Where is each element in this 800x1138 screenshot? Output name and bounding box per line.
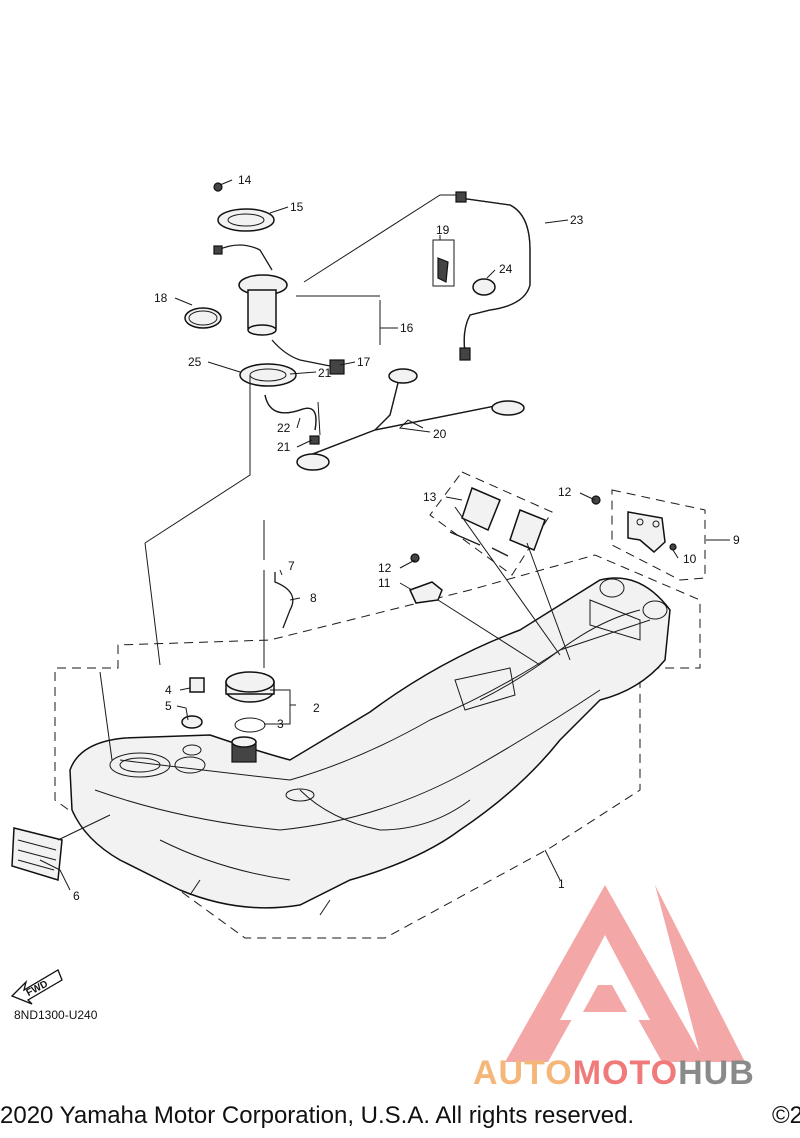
callout-22: 22 [277, 421, 291, 435]
pad-group-outline [429, 471, 553, 576]
callout-labels: 1 2 3 4 5 6 7 8 9 10 11 12 12 13 14 15 1… [73, 173, 740, 903]
callout-9: 9 [733, 533, 740, 547]
callout-10: 10 [683, 552, 697, 566]
callout-8: 8 [310, 591, 317, 605]
breather-valve [181, 677, 205, 756]
callout-4: 4 [165, 683, 172, 697]
leader-lines [39, 179, 730, 891]
callout-5: 5 [165, 699, 172, 713]
fuel-hose [459, 197, 531, 353]
clip-box [432, 239, 455, 287]
fuel-pump-assembly [184, 182, 345, 445]
callout-16: 16 [400, 321, 414, 335]
watermark-auto: AUTO [473, 1054, 573, 1092]
watermark-hub: HUB [678, 1054, 755, 1092]
fuel-tank [69, 577, 671, 916]
callout-1: 1 [558, 877, 565, 891]
bracket-group-outline [611, 489, 706, 581]
clamp [472, 278, 496, 296]
tank-bracket [591, 495, 677, 554]
callout-24: 24 [499, 262, 513, 276]
damper-pads [449, 486, 546, 557]
fwd-arrow-icon: FWD [10, 969, 63, 1005]
watermark-logo [505, 885, 745, 1062]
callout-11: 11 [378, 576, 391, 590]
callout-3: 3 [277, 717, 284, 731]
callout-2: 2 [313, 701, 320, 715]
callout-23: 23 [570, 213, 584, 227]
filler-cap [225, 671, 275, 763]
diagram-reference-code: 8ND1300-U240 [14, 1008, 98, 1022]
watermark-moto: MOTO [572, 1054, 679, 1092]
copyright-notice: 2020 Yamaha Motor Corporation, U.S.A. Al… [0, 1102, 635, 1129]
callout-12a: 12 [378, 561, 392, 575]
fwd-label: FWD [25, 979, 50, 999]
callout-20: 20 [433, 427, 447, 441]
callout-15: 15 [290, 200, 304, 214]
callout-21a: 21 [318, 366, 332, 380]
breather-hose-set [296, 368, 525, 471]
callout-12b: 12 [558, 485, 572, 499]
callout-13: 13 [423, 490, 437, 504]
callout-18: 18 [154, 291, 168, 305]
callout-25: 25 [188, 355, 202, 369]
callout-21b: 21 [277, 440, 291, 454]
breather-hose [274, 572, 294, 629]
warning-label [11, 827, 63, 881]
mount-bracket [408, 553, 443, 604]
callout-6: 6 [73, 889, 80, 903]
watermark-text: AUTOMOTOHUB [473, 1054, 755, 1093]
callout-17: 17 [357, 355, 371, 369]
callout-14: 14 [238, 173, 252, 187]
callout-19: 19 [436, 223, 450, 237]
tank-group-outline [54, 554, 701, 939]
copyright-tail: ©2 [772, 1102, 800, 1129]
callout-7: 7 [288, 559, 295, 573]
